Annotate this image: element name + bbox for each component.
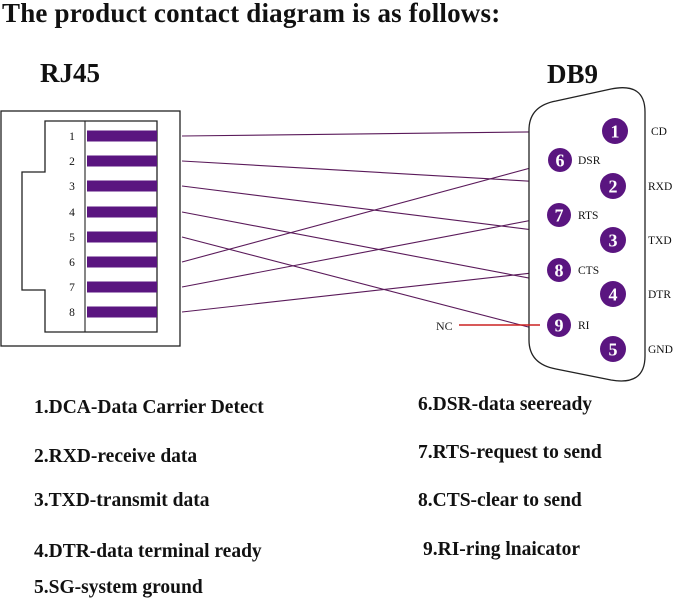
db9-pin-8-circle bbox=[547, 258, 571, 282]
rj45-pin-1-label: 1 bbox=[69, 131, 75, 143]
db9-title: DB9 bbox=[547, 59, 599, 89]
db9-pin-5-number: 5 bbox=[609, 340, 618, 360]
wire-rj45-8-db9-8 bbox=[181, 270, 548, 313]
db9-pin-5-circle bbox=[600, 336, 626, 362]
rj45-pin-8-contact bbox=[87, 306, 157, 318]
legend-item-5: 5.SG-system ground bbox=[34, 577, 203, 598]
db9-pin-9-number: 9 bbox=[555, 316, 564, 336]
db9-pin-8-number: 8 bbox=[555, 261, 564, 281]
db9-pin-8-signal: CTS bbox=[578, 265, 599, 277]
legend-item-1: 1.DCA-Data Carrier Detect bbox=[34, 397, 264, 418]
db9-pin-2-signal: RXD bbox=[648, 181, 672, 193]
legend-item-6: 6.DSR-data seeready bbox=[418, 394, 593, 415]
diagram-title: The product contact diagram is as follow… bbox=[2, 0, 501, 28]
db9-pin-9-signal: RI bbox=[578, 320, 590, 332]
rj45-pin-3-contact bbox=[87, 180, 157, 192]
rj45-pin-2-label: 2 bbox=[69, 156, 75, 168]
db9-pin-6-number: 6 bbox=[556, 151, 565, 171]
rj45-pin-4-label: 4 bbox=[69, 207, 75, 219]
db9-pin-3-number: 3 bbox=[609, 231, 618, 251]
legend-item-4: 4.DTR-data terminal ready bbox=[34, 541, 262, 562]
db9-pin-4-number: 4 bbox=[609, 285, 618, 305]
db9-pin-6-circle bbox=[548, 148, 572, 172]
rj45-pin-5-contact bbox=[87, 231, 157, 243]
rj45-pin-5-label: 5 bbox=[69, 232, 75, 244]
wire-rj45-6-db9-6 bbox=[181, 162, 549, 263]
db9-pin-1-signal: CD bbox=[651, 126, 667, 138]
wire-rj45-7-db9-7 bbox=[181, 216, 548, 288]
db9-pin-6-signal: DSR bbox=[578, 155, 601, 167]
db9-pins: 1 CD 2 RXD 3 TXD 4 DTR 5 GND 6 DSR 7 RTS 8 CTS 9 RI bbox=[547, 118, 673, 362]
legend-item-9: 9.RI-ring lnaicator bbox=[423, 539, 581, 560]
rj45-pin-7-label: 7 bbox=[69, 282, 75, 294]
legend-item-7: 7.RTS-request to send bbox=[418, 442, 602, 463]
db9-pin-3-signal: TXD bbox=[648, 235, 672, 247]
rj45-pin-4-contact bbox=[87, 206, 157, 218]
rj45-connector: 1 2 3 4 5 6 7 8 bbox=[0, 110, 181, 347]
db9-pin-2-circle bbox=[600, 173, 626, 199]
rj45-pin-6-label: 6 bbox=[69, 257, 75, 269]
db9-pin-7-circle bbox=[547, 203, 571, 227]
rj45-pin-8-label: 8 bbox=[69, 307, 75, 319]
rj45-pin-6-contact bbox=[87, 256, 157, 268]
rj45-pin-7-contact bbox=[87, 281, 157, 293]
legend-item-2: 2.RXD-receive data bbox=[34, 446, 198, 467]
db9-pin-4-circle bbox=[600, 281, 626, 307]
db9-pin-2-number: 2 bbox=[609, 177, 618, 197]
rj45-pin-2-contact bbox=[87, 155, 157, 167]
db9-pin-9-circle bbox=[547, 313, 571, 337]
rj45-pin-1-contact bbox=[87, 130, 157, 142]
legend-item-3: 3.TXD-transmit data bbox=[34, 490, 210, 511]
db9-pin-3-circle bbox=[600, 227, 626, 253]
rj45-title: RJ45 bbox=[40, 58, 100, 88]
legend-item-8: 8.CTS-clear to send bbox=[418, 490, 582, 511]
db9-pin-1-number: 1 bbox=[611, 122, 620, 142]
db9-pin-1-circle bbox=[602, 118, 628, 144]
db9-pin-5-signal: GND bbox=[648, 344, 673, 356]
db9-pin-4-signal: DTR bbox=[648, 289, 671, 301]
rj45-pin-3-label: 3 bbox=[69, 181, 75, 193]
nc-label: NC bbox=[436, 319, 453, 333]
db9-pin-7-signal: RTS bbox=[578, 210, 598, 222]
rj45-pins: 1 2 3 4 5 6 7 8 bbox=[69, 130, 157, 319]
db9-pin-7-number: 7 bbox=[555, 206, 564, 226]
